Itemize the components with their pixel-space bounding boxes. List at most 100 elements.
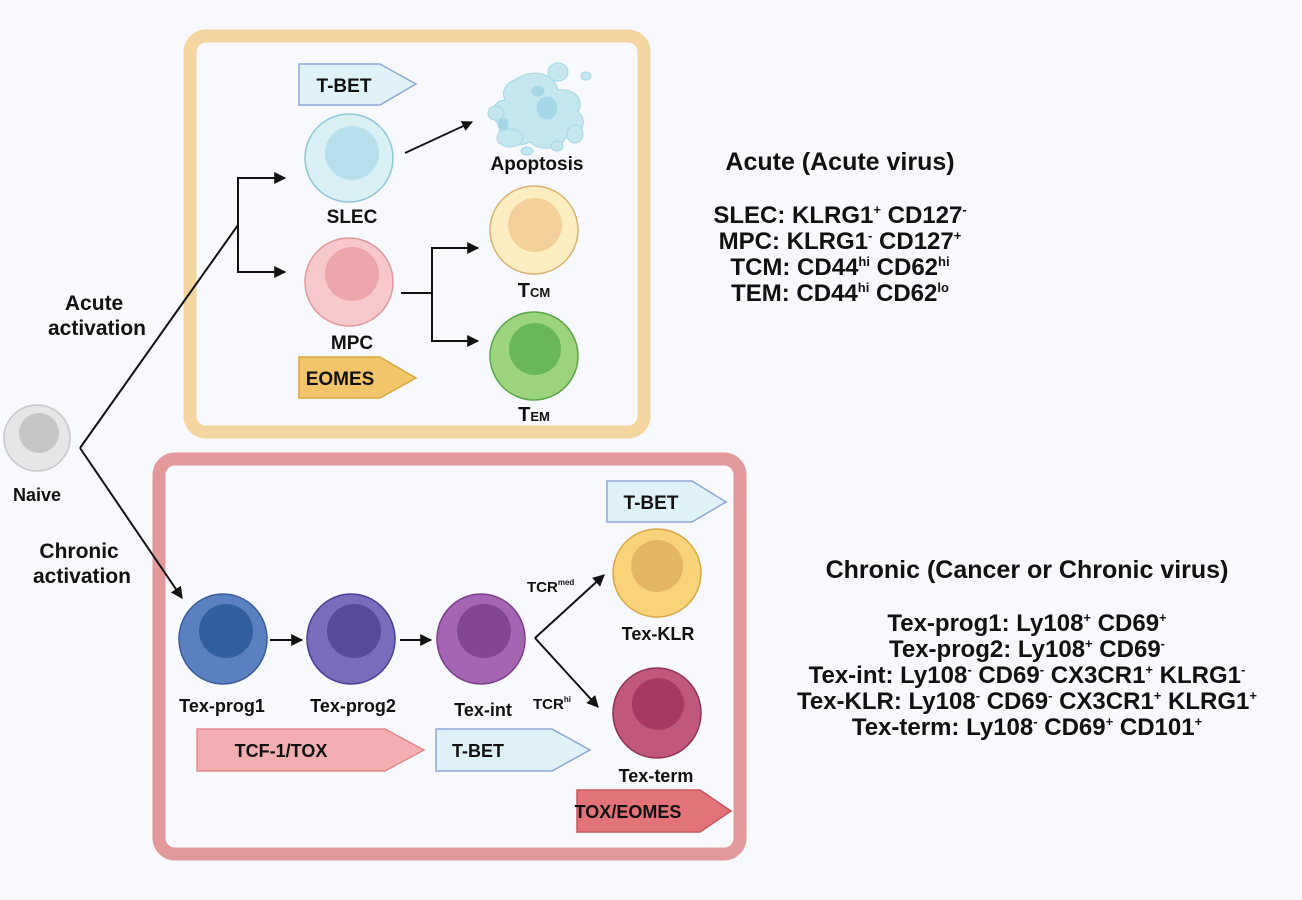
marker-superscript: - (1039, 662, 1045, 677)
marker-text: TCM: CD44 (730, 254, 859, 281)
marker-superscript: - (868, 228, 873, 243)
marker-superscript: - (967, 662, 972, 677)
chronic-legend-rows: Tex-prog1: Ly108+ CD69+Tex-prog2: Ly108+… (752, 611, 1302, 741)
marker-text: CD127 (880, 202, 963, 229)
tbet-tag-int: T-BET (435, 728, 592, 772)
chronic-activation-line1: Chronic (39, 540, 119, 563)
tex-prog1-cell (178, 593, 268, 685)
marker-text: Tex-term: Ly108 (851, 714, 1034, 741)
marker-superscript: + (1083, 610, 1092, 625)
tbet-tag-acute-label: T-BET (317, 76, 372, 97)
marker-superscript: + (1153, 688, 1162, 703)
tcr-med-main: TCR (527, 579, 558, 596)
acute-activation-label: Acute activation (48, 292, 146, 340)
marker-superscript: - (1241, 662, 1246, 677)
tcm-label-sub: CM (530, 285, 550, 300)
acute-legend-title: Acute (Acute virus) (725, 148, 955, 176)
tbet-tag-acute: T-BET (298, 63, 418, 106)
tcr-hi-sup: hi (564, 695, 571, 704)
tcm-label-main: T (518, 280, 530, 302)
tex-prog1-label: Tex-prog1 (179, 696, 265, 716)
tcf1-tox-tag: TCF-1/TOX (196, 728, 426, 772)
marker-superscript: hi (938, 254, 950, 269)
tex-prog2-label: Tex-prog2 (310, 696, 396, 716)
tem-label-sub: EM (530, 409, 550, 424)
chronic-legend-row: Tex-prog2: Ly108+ CD69- (752, 637, 1302, 663)
marker-text: SLEC: KLRG1 (713, 202, 874, 229)
marker-text: CD69 (1037, 714, 1106, 741)
chronic-legend: Chronic (Cancer or Chronic virus) Tex-pr… (752, 556, 1302, 741)
marker-text: CD69 (1091, 610, 1160, 637)
marker-text: MPC: KLRG1 (718, 228, 869, 255)
tbet-tag-klr-label: T-BET (624, 493, 679, 514)
acute-legend: Acute (Acute virus) SLEC: KLRG1+ CD127-M… (660, 148, 1020, 307)
marker-superscript: + (1085, 636, 1093, 651)
chronic-legend-row: Tex-int: Ly108- CD69- CX3CR1+ KLRG1- (752, 663, 1302, 689)
apoptosis-icon (487, 62, 592, 156)
tcf1-tox-tag-label: TCF-1/TOX (235, 741, 328, 761)
acute-activation-line2: activation (48, 317, 146, 340)
eomes-tag-label: EOMES (306, 369, 375, 390)
tex-klr-label: Tex-KLR (622, 624, 695, 644)
slec-label: SLEC (327, 207, 378, 228)
marker-superscript: hi (857, 280, 870, 295)
marker-text: CD69 (971, 662, 1040, 689)
chronic-legend-row: Tex-prog1: Ly108+ CD69+ (752, 611, 1302, 637)
tex-int-label: Tex-int (454, 700, 512, 720)
marker-text: Tex-prog2: Ly108 (888, 636, 1086, 663)
tex-term-cell (612, 667, 702, 759)
marker-superscript: + (873, 202, 881, 217)
tcr-med-label: TCRmed (527, 578, 574, 596)
acute-activation-line1: Acute (65, 292, 123, 315)
tbet-tag-int-label: T-BET (452, 741, 504, 761)
slec-cell (304, 113, 394, 203)
chronic-activation-line2: activation (33, 565, 131, 588)
branch-to-mpc-arrow (237, 225, 287, 278)
marker-text: CD127 (872, 228, 954, 255)
marker-superscript: + (1194, 714, 1203, 729)
tex-int-cell (436, 593, 526, 685)
chronic-legend-row: Tex-term: Ly108- CD69+ CD101+ (752, 715, 1302, 741)
marker-superscript: + (1145, 662, 1154, 677)
mpc-cell (304, 237, 394, 327)
marker-text: CD62 (869, 280, 938, 307)
chronic-activation-arrow (79, 447, 183, 599)
chronic-legend-row: Tex-KLR: Ly108- CD69- CX3CR1+ KLRG1+ (752, 689, 1302, 715)
marker-text: KLRG1 (1153, 662, 1242, 689)
int-to-klr-arrow (534, 574, 605, 639)
marker-text: CD101 (1113, 714, 1195, 741)
marker-superscript: + (953, 228, 962, 243)
acute-legend-row: SLEC: KLRG1+ CD127- (660, 203, 1020, 229)
tex-klr-cell (612, 528, 702, 618)
marker-superscript: hi (858, 254, 870, 269)
acute-legend-row: TEM: CD44hi CD62lo (660, 281, 1020, 307)
marker-superscript: - (1033, 714, 1038, 729)
apoptosis-label: Apoptosis (491, 154, 584, 175)
marker-superscript: - (962, 202, 967, 217)
marker-text: Tex-prog1: Ly108 (887, 610, 1084, 637)
marker-text: CD69 (1092, 636, 1161, 663)
tox-eomes-tag-label: TOX/EOMES (575, 802, 682, 822)
tox-eomes-tag: TOX/EOMES (575, 789, 733, 833)
acute-legend-rows: SLEC: KLRG1+ CD127-MPC: KLRG1- CD127+TCM… (660, 203, 1020, 307)
marker-text: Tex-KLR: Ly108 (796, 688, 976, 715)
marker-text: KLRG1 (1161, 688, 1250, 715)
tcm-label: TCM (518, 280, 550, 302)
marker-text: CX3CR1 (1044, 662, 1146, 689)
marker-superscript: + (1105, 714, 1114, 729)
branch-to-tem-arrow (431, 293, 480, 347)
acute-legend-row: TCM: CD44hi CD62hi (660, 255, 1020, 281)
tbet-tag-klr: T-BET (606, 480, 728, 523)
marker-text: Tex-int: Ly108 (808, 662, 968, 689)
tcr-med-sup: med (558, 578, 575, 587)
marker-text: CD62 (869, 254, 939, 281)
acute-activation-arrow (79, 224, 239, 449)
marker-superscript: + (1249, 688, 1257, 703)
tem-cell (489, 311, 579, 401)
marker-superscript: - (975, 688, 981, 703)
tcr-hi-label: TCRhi (533, 695, 571, 713)
acute-legend-row: MPC: KLRG1- CD127+ (660, 229, 1020, 255)
naive-label: Naive (13, 485, 61, 505)
marker-text: CX3CR1 (1052, 688, 1154, 715)
